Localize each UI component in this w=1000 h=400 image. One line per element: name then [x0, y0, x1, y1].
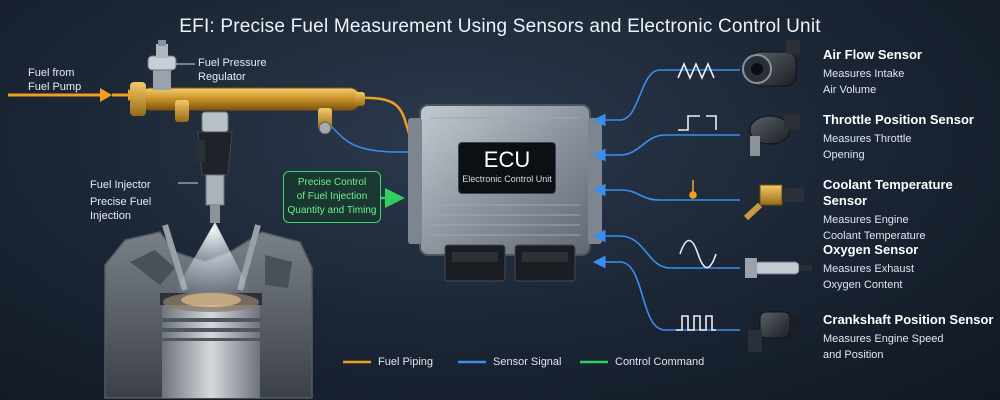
sensor-desc: Measures Intake Air Volume [823, 66, 998, 98]
sensor-desc: Measures Throttle Opening [823, 131, 998, 163]
legend-sensor-signal: Sensor Signal [493, 356, 562, 368]
regulator-label: Fuel Pressure Regulator [198, 56, 266, 84]
legend-control-command: Control Command [615, 356, 705, 368]
sensor-desc-line-2: Opening [823, 149, 865, 161]
sine-wave [679, 239, 717, 269]
sensor-desc-line-2: Oxygen Content [823, 279, 903, 291]
fuel-from-label: Fuel from Fuel Pump [28, 66, 81, 94]
fuel-rail [130, 82, 365, 135]
square-pulse-wave [676, 315, 716, 331]
thermometer-icon [689, 180, 697, 199]
control-line-2: of Fuel Injection [296, 191, 368, 202]
sensor-name: Oxygen Sensor [823, 242, 919, 257]
sensor-air-flow: Air Flow Sensor Measures Intake Air Volu… [823, 47, 998, 98]
sensor-signal-lines [592, 69, 740, 331]
sensor-desc-line-2: Coolant Temperature [823, 230, 926, 242]
sensor-desc-line-1: Measures Engine [823, 214, 909, 226]
sensor-desc: Measures Exhaust Oxygen Content [823, 261, 998, 293]
control-line-1: Precise Control [297, 177, 367, 188]
fuel-from-line-1: Fuel from [28, 67, 75, 79]
sensor-desc: Measures Engine Coolant Temperature [823, 212, 998, 244]
precise-injection-label: Precise Fuel Injection [90, 195, 151, 223]
zigzag-wave [677, 61, 715, 81]
regulator-line-2: Regulator [198, 71, 246, 83]
fuel-pressure-regulator [147, 40, 195, 90]
sensor-name: Throttle Position Sensor [823, 112, 974, 127]
precise-line-1: Precise Fuel [90, 196, 152, 208]
precise-line-2: Injection [90, 210, 131, 222]
engine-cutaway [104, 222, 313, 399]
sensor-coolant-temperature: Coolant Temperature Sensor Measures Engi… [823, 177, 998, 244]
sensor-desc-line-1: Measures Exhaust [823, 263, 915, 275]
sensor-name: Coolant Temperature Sensor [823, 177, 953, 208]
sensor-desc-line-1: Measures Throttle [823, 133, 912, 145]
legend-fuel-piping: Fuel Piping [378, 356, 434, 368]
sensor-name: Crankshaft Position Sensor [823, 312, 994, 327]
fuel-injector [178, 111, 233, 223]
sensor-desc: Measures Engine Speed and Position [823, 331, 998, 363]
sensor-throttle-position: Throttle Position Sensor Measures Thrott… [823, 112, 998, 163]
air-flow-sensor-icon [742, 40, 800, 87]
sensor-oxygen: Oxygen Sensor Measures Exhaust Oxygen Co… [823, 242, 998, 293]
ecu-display: ECU Electronic Control Unit [458, 142, 556, 194]
signal-icons [676, 61, 717, 331]
oxygen-sensor-icon [745, 258, 812, 278]
sensor-desc-line-1: Measures Intake [823, 68, 905, 80]
injector-label: Fuel Injector [90, 179, 151, 191]
control-line-3: Quantity and Timing [287, 205, 377, 216]
fuel-from-line-2: Fuel Pump [28, 81, 82, 93]
sensor-icons [742, 40, 812, 352]
step-wave [678, 115, 717, 131]
ecu-subtitle: Electronic Control Unit [462, 174, 552, 184]
sensor-desc-line-2: Air Volume [823, 84, 877, 96]
crankshaft-position-sensor-icon [748, 311, 800, 352]
sensor-desc-line-1: Measures Engine Speed [823, 333, 944, 345]
regulator-line-1: Fuel Pressure [198, 57, 267, 69]
control-command-box: Precise Control of Fuel Injection Quanti… [283, 171, 381, 223]
page-title: EFI: Precise Fuel Measurement Using Sens… [179, 16, 821, 37]
ecu-title: ECU [483, 147, 531, 172]
sensor-name: Air Flow Sensor [823, 47, 922, 62]
sensor-crankshaft-position: Crankshaft Position Sensor Measures Engi… [823, 312, 998, 363]
coolant-temperature-sensor-icon [743, 184, 804, 221]
sensor-desc-line-2: and Position [823, 349, 884, 361]
fuel-spray [170, 222, 255, 300]
throttle-position-sensor-icon [749, 114, 800, 156]
